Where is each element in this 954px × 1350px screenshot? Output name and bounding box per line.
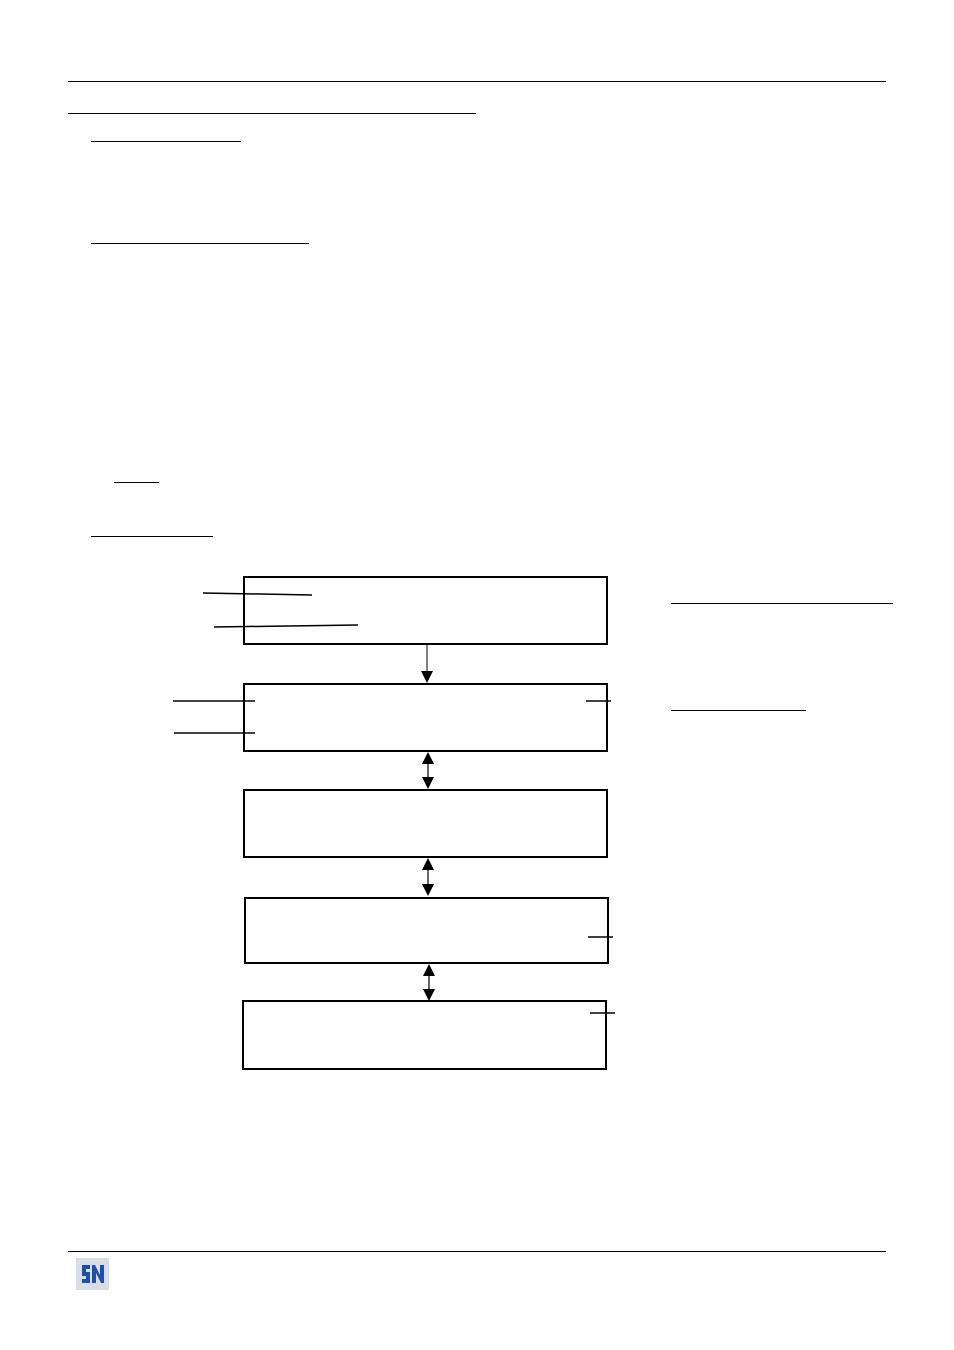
- sub-heading-1-underline: [91, 141, 241, 142]
- arrow-head: [423, 964, 435, 976]
- side-label-right-2-underline: [671, 710, 806, 711]
- note-label-underline: [114, 482, 159, 483]
- brand-logo-icon: [76, 1258, 109, 1290]
- arrow-head: [421, 671, 433, 683]
- arrow-head: [422, 752, 434, 764]
- flow-box-4: [244, 897, 609, 964]
- footer-rule: [68, 1251, 886, 1252]
- header-rule: [68, 81, 886, 82]
- arrow-head: [423, 989, 435, 1001]
- arrow-head: [422, 884, 434, 896]
- leader-line: [202, 592, 313, 596]
- flow-box-5: [242, 1000, 607, 1070]
- arrow-head: [422, 858, 434, 870]
- sub-heading-3-underline: [91, 536, 213, 537]
- side-label-right-1-underline: [671, 603, 893, 604]
- main-heading-underline: [68, 113, 476, 114]
- flow-box-3: [243, 789, 608, 858]
- flow-box-1: [243, 576, 608, 645]
- flow-box-2: [243, 683, 608, 752]
- sub-heading-2-underline: [91, 243, 309, 244]
- arrow-head: [422, 777, 434, 789]
- leader-line: [213, 624, 359, 628]
